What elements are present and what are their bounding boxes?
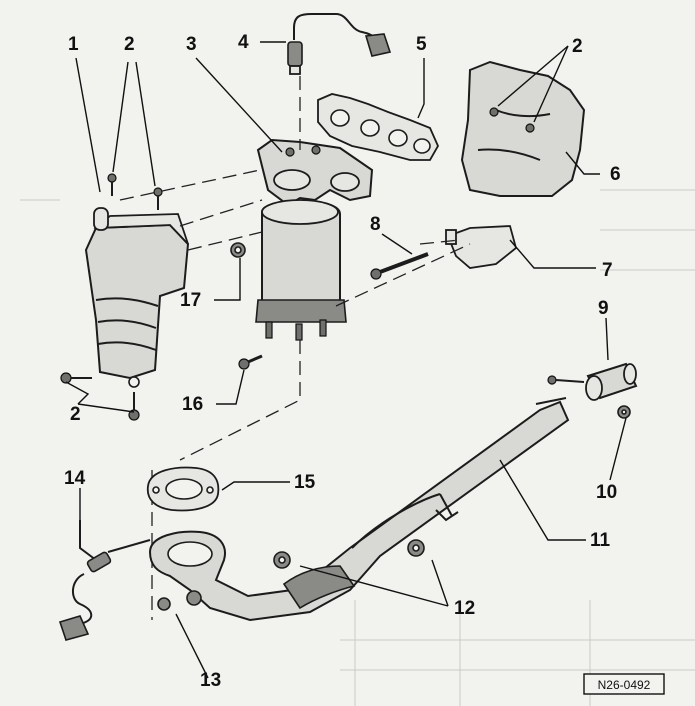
- callout-6: 6: [610, 164, 621, 185]
- callout-17: 17: [180, 290, 201, 311]
- nut-17: [230, 242, 246, 258]
- oxygen-sensor-lower: [58, 520, 151, 641]
- support-bracket: [445, 225, 518, 269]
- front-exhaust-pipe: [148, 397, 570, 622]
- heat-shield-rear: [460, 60, 586, 197]
- callout-11: 11: [590, 530, 611, 551]
- nut-10: [617, 405, 631, 419]
- callout-7: 7: [602, 260, 613, 281]
- flange-gasket: [146, 466, 220, 512]
- callout-2-bottom: 2: [70, 404, 81, 425]
- screw-set-left: [60, 173, 163, 421]
- callout-10: 10: [596, 482, 617, 503]
- callout-4: 4: [238, 32, 249, 53]
- bracket-nuts-12: [273, 509, 459, 569]
- callout-labels: 1 2 3 4 5 2 6 8 7 9 17 16 2 14 15 10 11 …: [64, 32, 621, 691]
- oxygen-sensor-upper: [287, 13, 392, 75]
- callout-9: 9: [598, 298, 609, 319]
- callout-2-left: 2: [124, 34, 135, 55]
- assembly-lines: [119, 76, 471, 620]
- catalytic-converter: [255, 199, 347, 341]
- callout-1: 1: [68, 34, 79, 55]
- callout-16: 16: [182, 394, 203, 415]
- background-grid: [20, 189, 695, 706]
- callout-15: 15: [294, 472, 316, 493]
- leader-lines: [65, 41, 627, 679]
- callout-12: 12: [454, 598, 475, 619]
- callout-2-right: 2: [572, 36, 583, 57]
- callout-8: 8: [370, 214, 381, 235]
- exhaust-manifold: [256, 138, 374, 207]
- figure-id: N26-0492: [598, 678, 651, 692]
- nuts-13: [157, 590, 202, 611]
- bolt-16: [238, 354, 263, 370]
- callout-14: 14: [64, 468, 86, 489]
- manifold-gasket: [317, 93, 440, 161]
- pipe-clamp: [547, 362, 638, 401]
- callout-13: 13: [200, 670, 221, 691]
- long-bolt: [370, 252, 429, 280]
- callout-5: 5: [416, 34, 427, 55]
- callout-3: 3: [186, 34, 197, 55]
- figure-id-box: N26-0492: [583, 673, 665, 695]
- heat-shield-front: [84, 207, 190, 388]
